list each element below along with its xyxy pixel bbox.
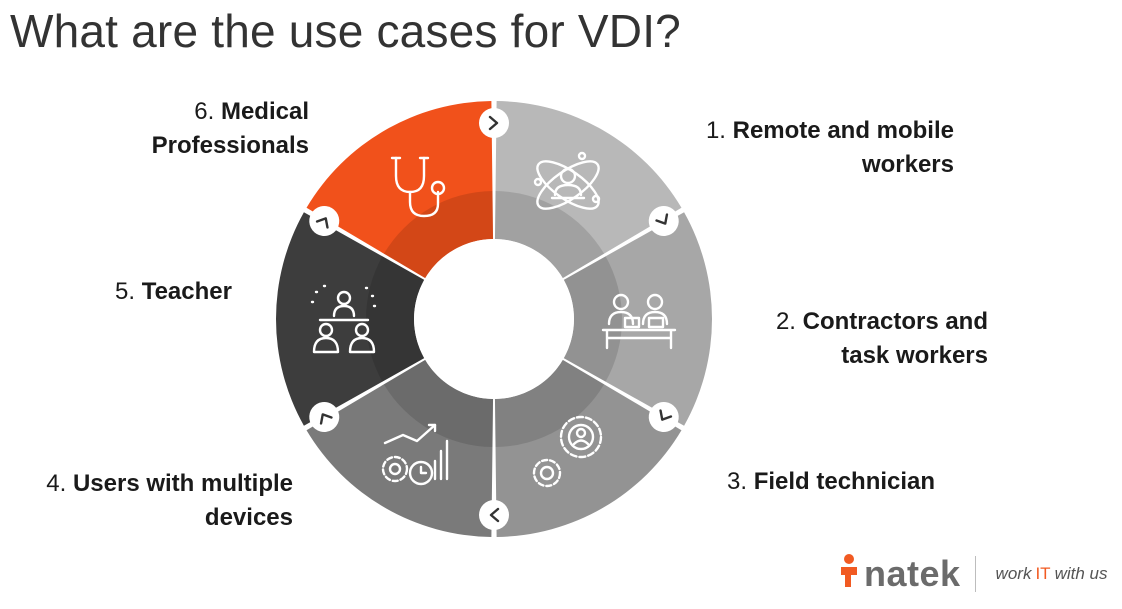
use-case-label-6: 6. Medical Professionals	[151, 98, 309, 159]
chevron-icon-1	[648, 206, 679, 236]
center-circle	[414, 239, 574, 399]
use-case-label-4: 4. Users with multiple devices	[46, 470, 293, 531]
page-title: What are the use cases for VDI?	[10, 5, 681, 57]
segment-inner-band-6	[383, 191, 494, 279]
chevron-icon-5	[309, 206, 340, 236]
logo-name: natek	[864, 553, 961, 594]
use-case-label-3: 3. Field technician	[727, 468, 936, 495]
teacher-icon	[310, 284, 377, 354]
segment-inner-band-5	[365, 256, 425, 382]
segment-1	[494, 101, 682, 279]
segment-inner-band-4	[383, 359, 494, 447]
segment-inner-band-1	[494, 191, 605, 279]
use-case-label-1: 1. Remote and mobile workers	[705, 117, 954, 178]
stethoscope-icon	[390, 156, 446, 218]
analytics-icon	[381, 423, 449, 486]
chevron-icon-4	[309, 402, 340, 432]
remote-worker-icon	[533, 151, 601, 210]
chevron-icon-6	[479, 108, 509, 138]
gears-icon	[532, 415, 603, 488]
natek-logo-icon	[838, 553, 860, 596]
chevron-icon-2	[648, 402, 679, 432]
segment-inner-band-2	[563, 256, 623, 382]
contractors-icon	[601, 293, 677, 350]
use-case-label-5: 5. Teacher	[115, 278, 232, 305]
segment-inner-band-3	[494, 359, 605, 447]
chevron-icon-3	[479, 500, 509, 530]
segment-3	[494, 359, 682, 537]
segment-4	[306, 359, 494, 537]
use-case-label-2: 2. Contractors and task workers	[775, 308, 988, 369]
logo-divider	[974, 556, 976, 592]
